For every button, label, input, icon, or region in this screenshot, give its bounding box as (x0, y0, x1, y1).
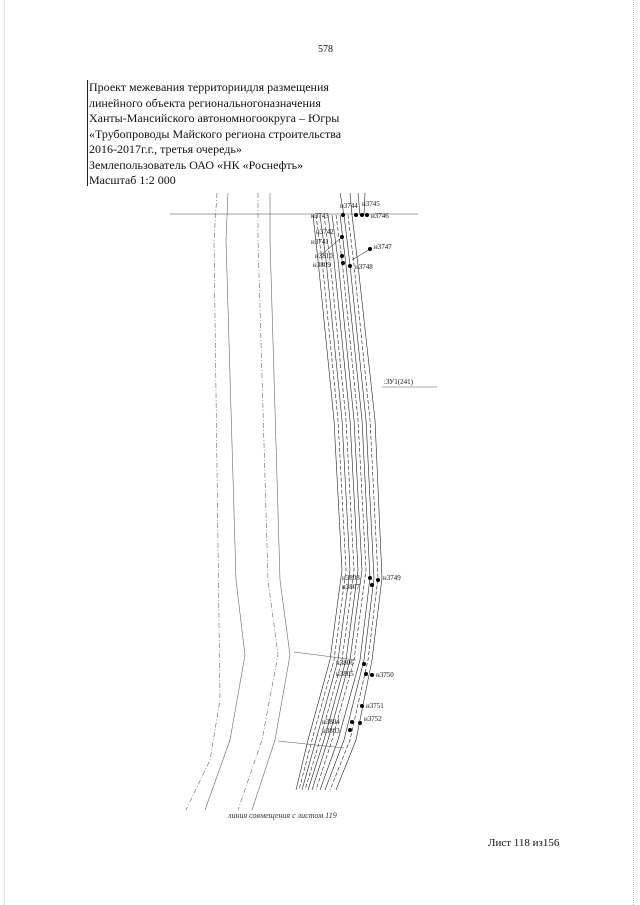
point-label-3741: н3741 (311, 238, 329, 246)
scan-edge-right (633, 0, 635, 905)
point-marker-3806 (362, 662, 366, 666)
point-label-3743: н3743 (311, 212, 329, 220)
point-label-3808: н3808 (342, 574, 360, 582)
point-marker-3743 (341, 213, 345, 217)
point-label-3809: н3809 (313, 261, 331, 269)
title-line: Проект межевания территориидля размещени… (89, 80, 329, 94)
zone-label: :ЗУ1(241) (384, 378, 414, 386)
land-user-line: Землепользователь ОАО «НК «Роснефть» (89, 157, 304, 172)
point-marker-3808 (368, 576, 372, 580)
point-marker-3750 (370, 673, 374, 677)
title-line: линейного объекта региональногоназначени… (89, 95, 321, 110)
point-label-3803: н3803 (322, 727, 340, 735)
scan-edge-left (4, 0, 6, 905)
point-label-3747: н3747 (374, 243, 392, 251)
point-marker-3804 (350, 720, 354, 724)
page-number: 578 (318, 44, 333, 55)
point-label-3749: н3749 (383, 574, 401, 582)
point-label-3750: н3750 (376, 671, 394, 679)
point-label-3751: н3751 (366, 702, 384, 710)
point-label-3807: н3807 (342, 583, 360, 591)
point-labels: н3744 н3745 н3743 н3746 н3742 н3741 н374… (311, 200, 401, 735)
point-marker-3805 (364, 672, 368, 676)
point-marker-3748 (348, 264, 352, 268)
point-marker-3745 (360, 213, 364, 217)
point-label-3748: н3748 (355, 263, 373, 271)
point-label-3742: н3742 (316, 228, 334, 236)
point-marker-3752 (358, 721, 362, 725)
point-marker-3803 (348, 728, 352, 732)
point-label-3746: н3746 (371, 212, 389, 220)
point-label-3806: н3806 (336, 659, 354, 667)
scale-line: Масштаб 1:2 000 (89, 173, 176, 187)
title-line: «Трубопроводы Майского региона строитель… (89, 126, 342, 141)
point-marker-3807 (370, 583, 374, 587)
point-label-3805: н3805 (336, 670, 354, 678)
point-marker-3749 (376, 578, 380, 582)
point-label-3744: н3744 (340, 202, 358, 210)
leader-lines (319, 236, 371, 261)
title-block: Проект межевания территориидля размещени… (89, 80, 341, 189)
point-label-3810: н3810 (315, 252, 333, 260)
match-line-caption: линия совмещения с листом 119 (228, 811, 337, 820)
boundary-points (340, 213, 380, 732)
point-marker-3751 (360, 704, 364, 708)
point-marker-3809 (341, 261, 345, 265)
road-lines (185, 192, 291, 811)
point-marker-3810 (340, 254, 344, 258)
point-label-3752: н3752 (364, 715, 382, 723)
point-marker-3746 (365, 213, 369, 217)
point-label-3745: н3745 (362, 200, 380, 208)
title-margin-rule (87, 80, 88, 186)
pipeline-corridor (295, 192, 383, 791)
point-marker-3744 (354, 213, 358, 217)
point-label-3804: н3804 (322, 718, 340, 726)
sheet-number: Лист 118 из156 (488, 837, 560, 849)
title-line: 2016-2017г.г., третья очередь» (89, 142, 242, 156)
title-line: Ханты-Мансийского автономногоокруга – Юг… (89, 111, 340, 125)
crossing-lines (277, 386, 437, 749)
